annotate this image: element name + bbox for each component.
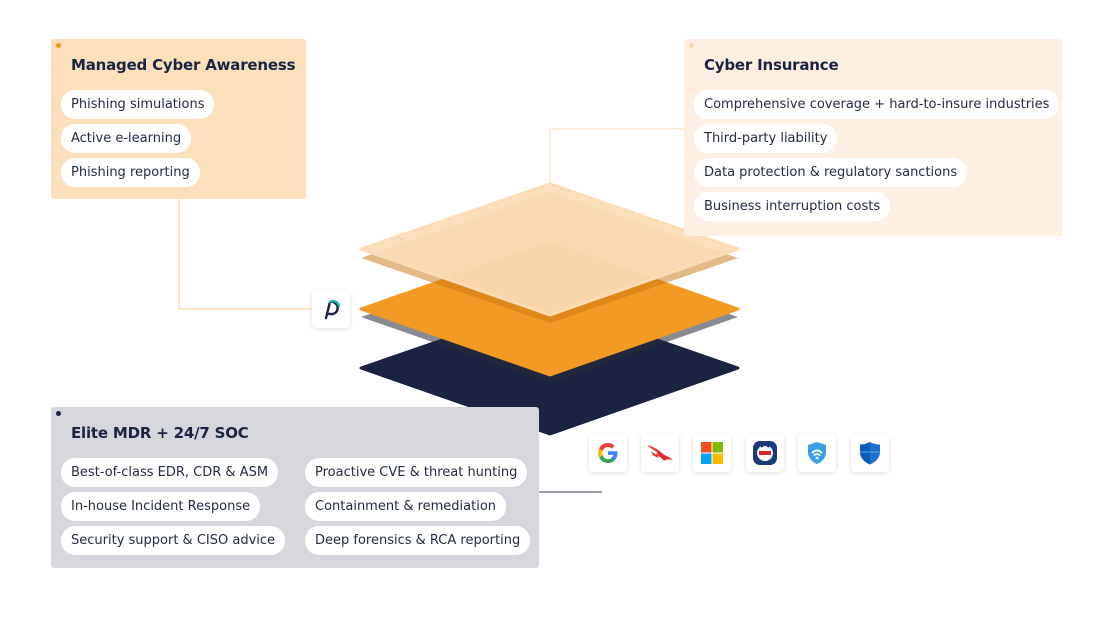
awareness-connector [178,199,313,310]
mdr-card: Elite MDR + 24/7 SOC Best-of-class EDR, … [51,407,539,568]
microsoft-logo-icon [693,434,731,472]
mdr-title: Elite MDR + 24/7 SOC [71,424,249,442]
top-layer [359,182,740,317]
awareness-item: Active e-learning [61,124,192,153]
shield-wifi-icon [798,434,836,472]
awareness-item: Phishing simulations [61,90,215,119]
crowdstrike-falcon-icon [641,434,679,472]
platform-logo-icon [312,290,350,328]
insurance-item: Comprehensive coverage + hard-to-insure … [694,90,1060,119]
insurance-card: Cyber Insurance Comprehensive coverage +… [684,39,1062,236]
insurance-connector [549,128,684,186]
insurance-title: Cyber Insurance [704,56,839,74]
mdr-item: Containment & remediation [305,492,507,521]
connector-lines [178,128,684,493]
lock-badge-icon [746,434,784,472]
mdr-item: Best-of-class EDR, CDR & ASM [61,458,279,487]
microsoft-defender-icon [851,434,889,472]
awareness-card: Managed Cyber Awareness Phishing simulat… [51,39,306,199]
awareness-title: Managed Cyber Awareness [71,56,296,74]
insurance-item: Data protection & regulatory sanctions [694,158,968,187]
awareness-dot [56,43,61,48]
mdr-item: In-house Incident Response [61,492,261,521]
insurance-item: Third-party liability [694,124,838,153]
insurance-item: Business interruption costs [694,192,891,221]
mdr-item: Security support & CISO advice [61,526,286,555]
insurance-dot [689,43,694,48]
mdr-dot [56,411,61,416]
mdr-item: Proactive CVE & threat hunting [305,458,528,487]
awareness-item: Phishing reporting [61,158,200,187]
mdr-item: Deep forensics & RCA reporting [305,526,531,555]
google-logo-icon [589,434,627,472]
